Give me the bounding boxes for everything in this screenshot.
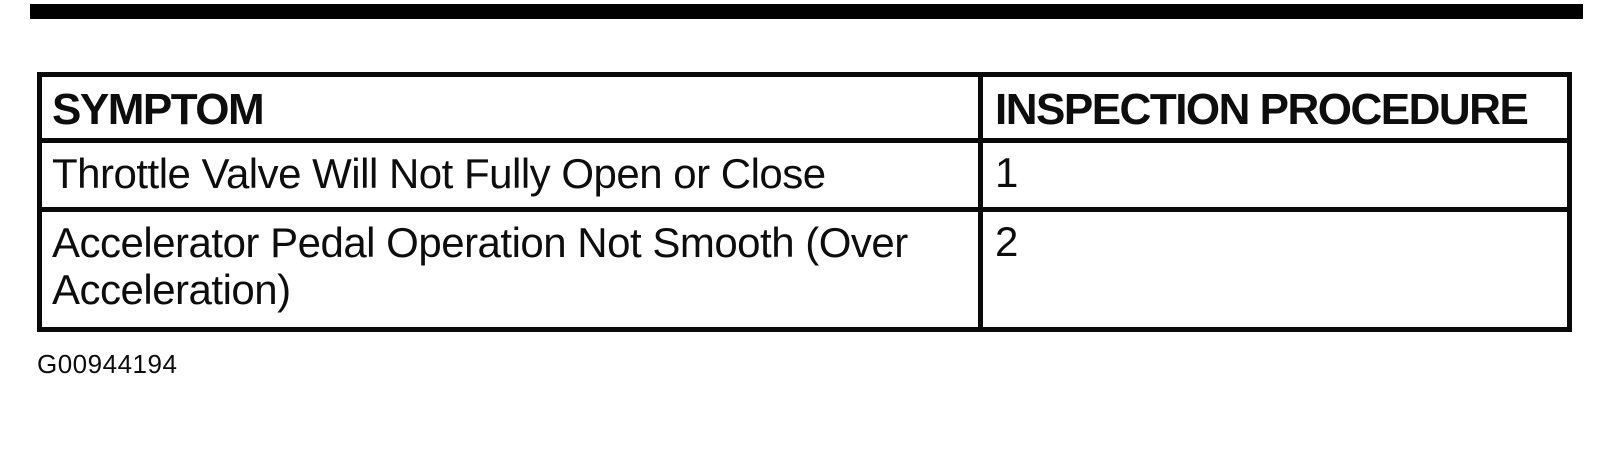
symptom-inspection-table: SYMPTOM INSPECTION PROCEDURE Throttle Va… — [37, 72, 1572, 332]
symptom-text: Accelerator Pedal Operation Not Smooth (… — [52, 219, 908, 314]
procedure-cell: 1 — [983, 143, 1567, 207]
procedure-cell: 2 — [983, 212, 1567, 327]
column-header-inspection-procedure: INSPECTION PROCEDURE — [983, 77, 1567, 138]
procedure-number: 1 — [995, 149, 1019, 196]
table-header-row: SYMPTOM INSPECTION PROCEDURE — [42, 77, 1567, 143]
column-header-inspection-procedure-label: INSPECTION PROCEDURE — [995, 85, 1529, 134]
figure-id-label: G00944194 — [37, 349, 178, 379]
procedure-number: 2 — [995, 218, 1019, 265]
column-header-symptom: SYMPTOM — [42, 77, 983, 138]
symptom-text: Throttle Valve Will Not Fully Open or Cl… — [52, 150, 826, 197]
scan-artifact-bar — [30, 4, 1583, 19]
column-header-symptom-label: SYMPTOM — [52, 85, 265, 134]
symptom-cell: Throttle Valve Will Not Fully Open or Cl… — [42, 143, 983, 207]
table-row: Throttle Valve Will Not Fully Open or Cl… — [42, 143, 1567, 212]
symptom-cell: Accelerator Pedal Operation Not Smooth (… — [42, 212, 983, 327]
table-row: Accelerator Pedal Operation Not Smooth (… — [42, 212, 1567, 327]
